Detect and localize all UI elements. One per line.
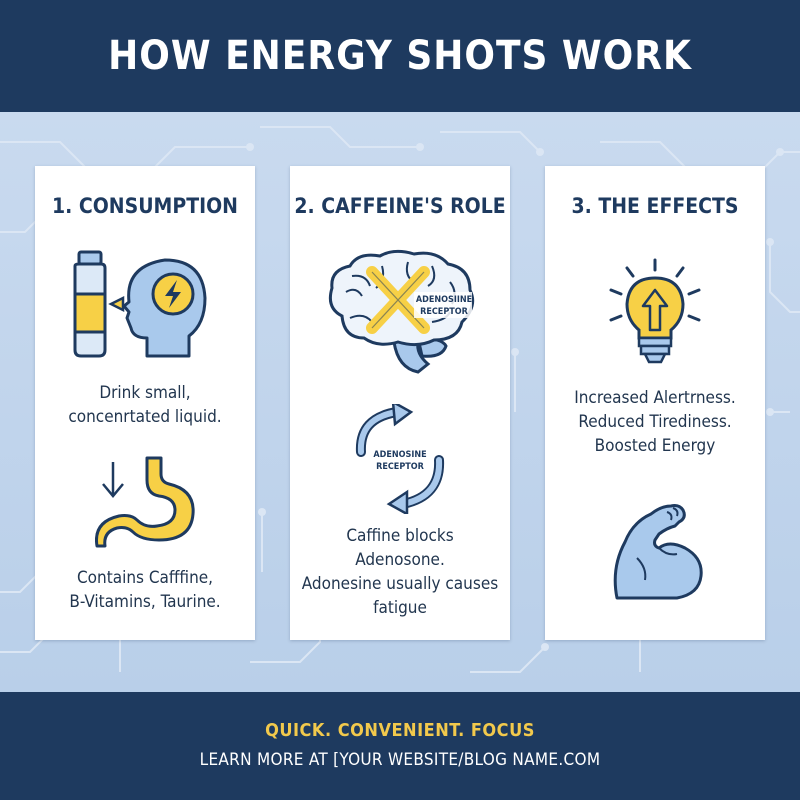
text-line: fatigue [373, 598, 427, 618]
bottle-head-icon [73, 250, 207, 358]
text-line: B-Vitamins, Taurine. [69, 592, 221, 612]
panel-title: 2. CAFFEINE'S ROLE [294, 194, 506, 218]
caffeine-text: Caffine blocks Adenosone. Adonesine usua… [290, 524, 510, 620]
cycle-receptor-label: ADENOSINE [373, 450, 426, 460]
text-line: concenrtated liquid. [68, 407, 222, 427]
panel-title: 3. THE EFFECTS [571, 194, 739, 218]
brain-blocked-icon: ADENOSIINE RECEPTOR [328, 249, 475, 374]
panel-effects: 3. THE EFFECTS Increased Alertrness. Red… [545, 166, 765, 640]
panel-title: 1. CONSUMPTION [51, 194, 238, 218]
text-line: Reduced Tirediness. [578, 412, 732, 432]
text-line: Adonesine usually causes [301, 574, 499, 594]
brain-receptor-label: ADENOSIINE [416, 295, 472, 305]
cycle-arrows-icon: ADENOSINE RECEPTOR [355, 404, 445, 514]
text-line: Increased Alertrness. [574, 388, 736, 408]
bottle-icon [73, 250, 107, 358]
text-line: Boosted Energy [594, 436, 716, 456]
footer-link[interactable]: LEARN MORE AT [YOUR WEBSITE/BLOG NAME.CO… [199, 750, 601, 770]
flexed-arm-icon [613, 504, 703, 600]
footer-tagline: QUICK. CONVENIENT. FOCUS [265, 720, 535, 741]
stomach-icon [95, 456, 195, 548]
header-bar: HOW ENERGY SHOTS WORK [0, 0, 800, 112]
head-lightning-icon [122, 258, 207, 358]
panel-consumption: 1. CONSUMPTION Drink small, concenrtated… [35, 166, 255, 640]
contents-text: Contains Cafffine, B-Vitamins, Taurine. [35, 566, 255, 614]
page-title: HOW ENERGY SHOTS WORK [108, 33, 692, 79]
effects-text: Increased Alertrness. Reduced Tirediness… [545, 386, 765, 458]
text-line: Drink small, [99, 383, 191, 403]
text-line: Contains Cafffine, [76, 568, 214, 588]
consumption-text: Drink small, concenrtated liquid. [35, 381, 255, 429]
brain-receptor-label: RECEPTOR [420, 307, 469, 317]
cycle-receptor-label: RECEPTOR [376, 462, 425, 472]
footer-bar [0, 692, 800, 800]
panel-caffeine-role: 2. CAFFEINE'S ROLE ADENOSIINE RECEPTOR [290, 166, 510, 640]
text-line: Caffine blocks [346, 526, 454, 546]
down-arrow-icon [102, 462, 124, 498]
text-line: Adenosone. [355, 550, 445, 570]
lightbulb-icon [609, 258, 701, 364]
